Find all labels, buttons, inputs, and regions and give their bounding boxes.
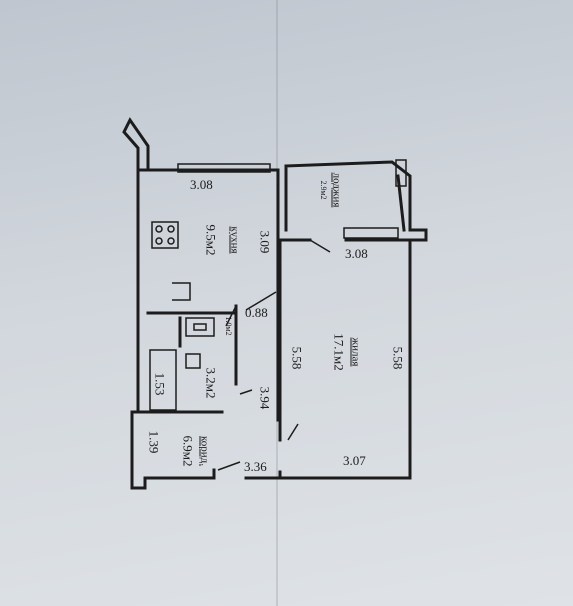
door-loggia <box>287 423 299 441</box>
dim-kitchen-width: 3.08 <box>190 177 213 192</box>
door-corridor <box>217 461 241 471</box>
dim-corridor-side: 1.39 <box>146 430 162 454</box>
door-bath <box>239 389 253 395</box>
stove <box>151 221 179 249</box>
dim-corridor-width: 3.36 <box>244 459 267 474</box>
dim-corridor-length: 3.94 <box>257 386 273 410</box>
window-loggia <box>343 227 399 239</box>
bathtub <box>149 349 177 411</box>
door-wc <box>225 305 237 327</box>
wall-bottom-left <box>143 468 216 490</box>
wall-outline <box>130 176 147 490</box>
dim-kitchen-length: 3.09 <box>257 230 273 254</box>
wall-loggia <box>284 160 412 232</box>
wall-loggia-inner <box>396 174 406 232</box>
stove-burner <box>167 225 175 233</box>
corridor-area: 6.9м2 <box>180 435 196 467</box>
kitchen-name: кухня <box>228 226 241 254</box>
dim-living-length-left: 5.58 <box>289 346 305 370</box>
door-kitchen <box>245 291 277 311</box>
window-kitchen <box>177 163 271 173</box>
kitchen-area: 9.5м2 <box>203 224 219 256</box>
dim-loggia-width: 3.08 <box>345 246 368 261</box>
kitchen-sink <box>172 282 191 301</box>
stove-burner <box>167 237 175 245</box>
living-name: жилая <box>349 337 362 367</box>
dim-living-length-right: 5.58 <box>390 346 406 370</box>
wall-chimney <box>122 117 150 180</box>
stove-burner <box>155 237 163 245</box>
dim-wc-width: 0.88 <box>245 305 268 320</box>
bath-area: 3.2м2 <box>203 367 219 399</box>
washbasin <box>185 353 201 369</box>
dim-bath-length: 1.53 <box>152 372 168 396</box>
window-loggia-side <box>395 159 407 187</box>
living-area: 17.1м2 <box>331 333 347 371</box>
stove-burner <box>155 225 163 233</box>
loggia-name: лоджия <box>330 172 343 208</box>
toilet <box>185 317 215 337</box>
door-living <box>309 239 331 253</box>
loggia-area: 2.9м2 <box>319 180 328 200</box>
dim-living-width: 3.07 <box>343 453 366 468</box>
corridor-name: корид. <box>198 435 211 467</box>
wc-area: 1.0м2 <box>224 316 233 336</box>
